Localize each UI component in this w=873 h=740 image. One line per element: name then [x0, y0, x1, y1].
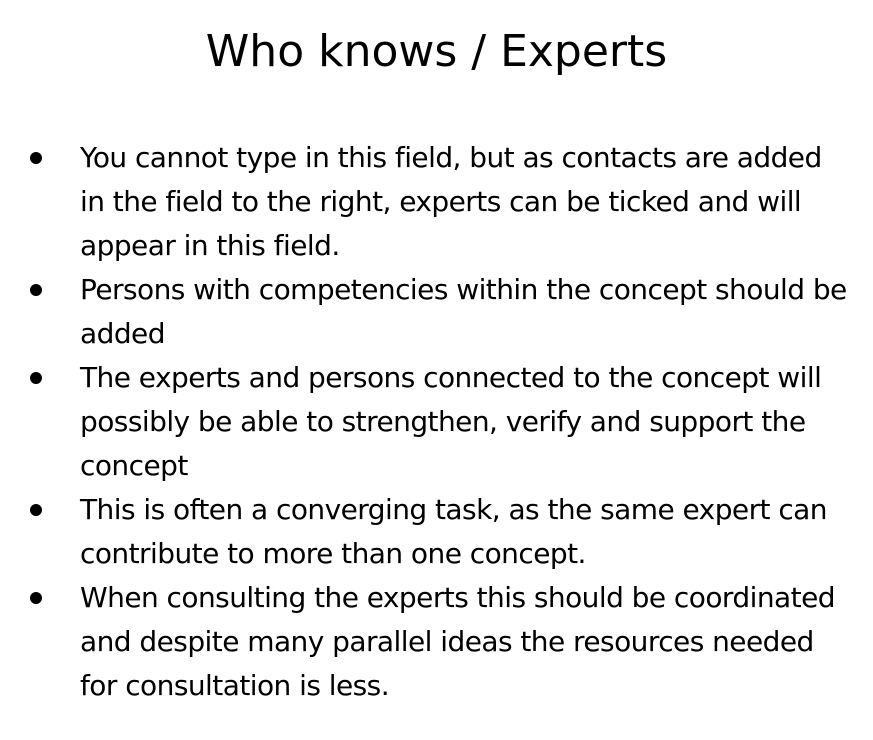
bullet-item: You cannot type in this field, but as co… — [22, 136, 852, 268]
bullet-text: You cannot type in this field, but as co… — [80, 141, 822, 262]
bullet-dot-icon — [30, 372, 42, 384]
bullet-text: Persons with competencies within the con… — [80, 273, 847, 350]
bullet-item: The experts and persons connected to the… — [22, 356, 852, 488]
bullet-dot-icon — [30, 504, 42, 516]
bullet-text: This is often a converging task, as the … — [80, 493, 828, 570]
bullet-item: Persons with competencies within the con… — [22, 268, 852, 356]
bullet-dot-icon — [30, 284, 42, 296]
bullet-item: This is often a converging task, as the … — [22, 488, 852, 576]
slide-title: Who knows / Experts — [205, 26, 668, 77]
bullet-text: The experts and persons connected to the… — [80, 361, 822, 482]
bullet-dot-icon — [30, 152, 42, 164]
bullet-list: You cannot type in this field, but as co… — [22, 136, 852, 708]
bullet-dot-icon — [30, 592, 42, 604]
bullet-item: When consulting the experts this should … — [22, 576, 852, 708]
bullet-text: When consulting the experts this should … — [80, 581, 836, 702]
